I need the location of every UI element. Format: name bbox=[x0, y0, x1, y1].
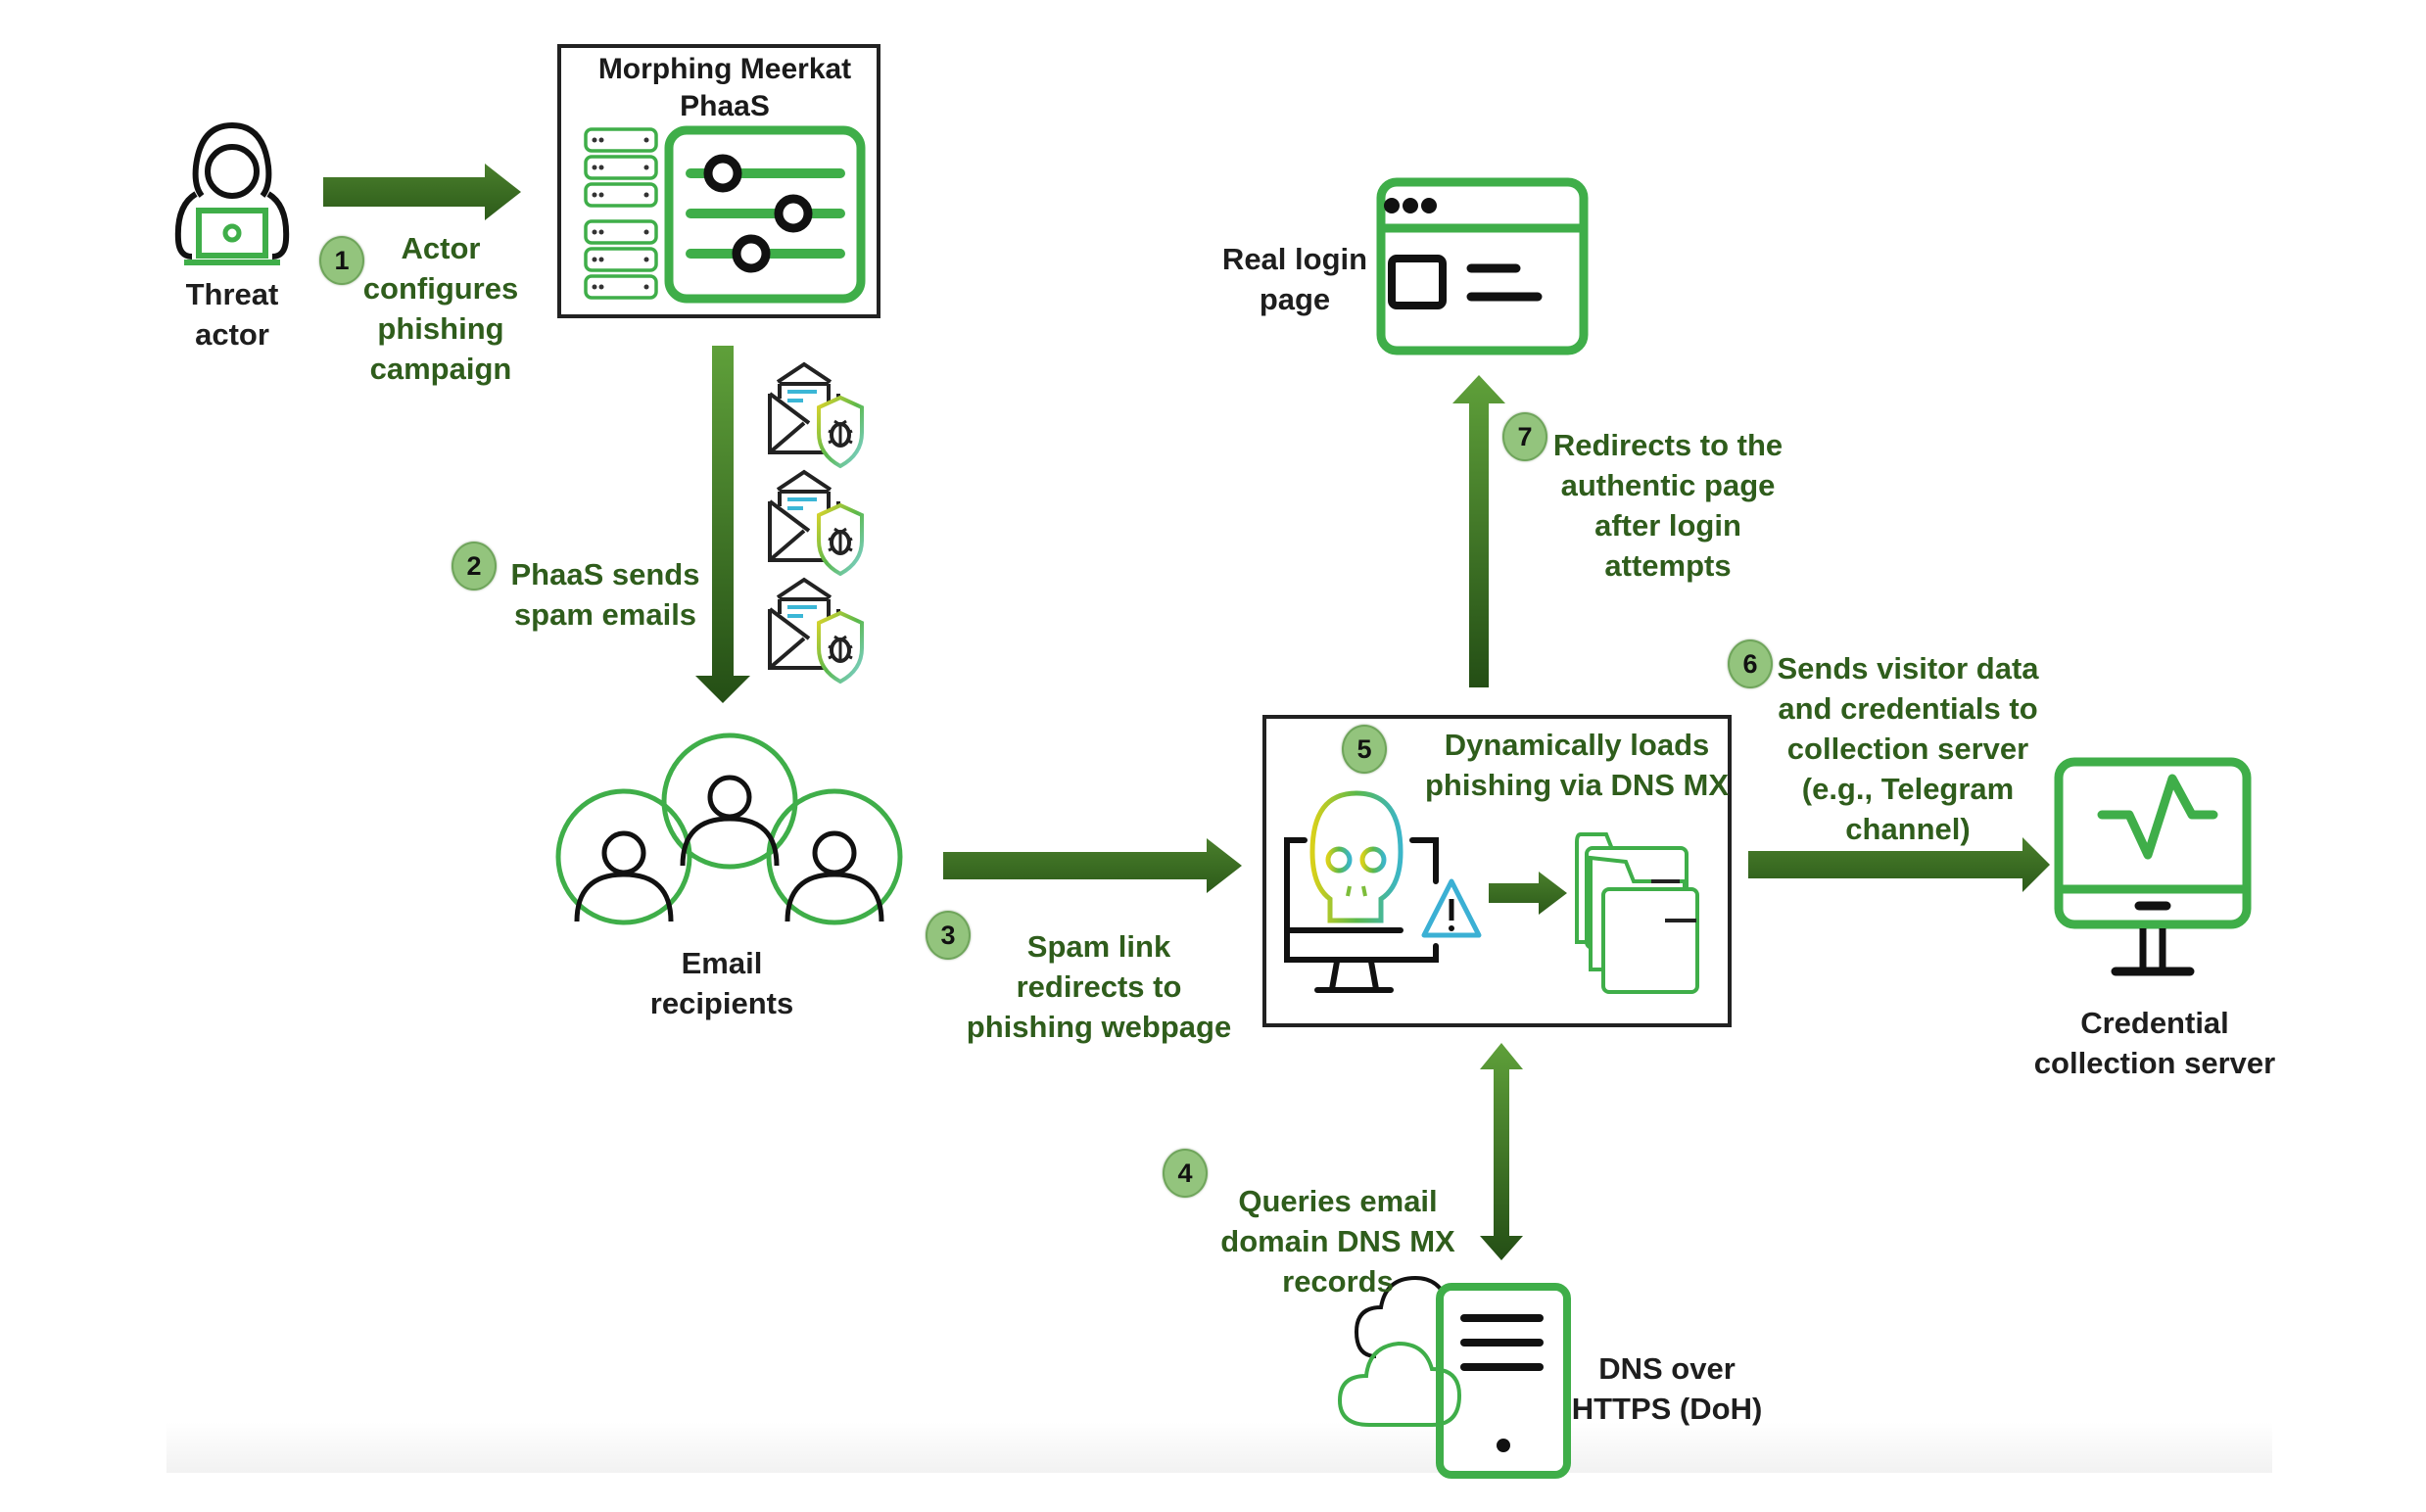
step-badge-5: 5 bbox=[1342, 725, 1387, 774]
real-login-page-label: Real login page bbox=[1221, 242, 1368, 316]
step-3-label: Spam link redirects to phishing webpage bbox=[966, 929, 1232, 1044]
arrow-step-4 bbox=[1480, 1043, 1523, 1260]
spam-email-icon bbox=[768, 578, 864, 684]
step-badge-6: 6 bbox=[1728, 639, 1773, 688]
browser-window-icon bbox=[1376, 177, 1589, 355]
arrow-step-1 bbox=[323, 164, 521, 220]
monitor-pulse-icon bbox=[2054, 757, 2252, 976]
email-recipients-icon bbox=[555, 732, 903, 925]
sliders-settings-icon bbox=[664, 125, 866, 304]
arrow-step-5-inner bbox=[1489, 872, 1567, 915]
credential-server-label: Credential collection server bbox=[2033, 1006, 2276, 1080]
arrow-step-7 bbox=[1452, 375, 1505, 687]
bottom-shadow-band bbox=[166, 1422, 2272, 1473]
spam-email-icon bbox=[768, 362, 864, 468]
arrow-step-2 bbox=[695, 346, 750, 703]
step-badge-7: 7 bbox=[1502, 412, 1547, 461]
arrow-step-3 bbox=[943, 838, 1242, 893]
monitor-skull-warning-icon bbox=[1284, 790, 1482, 993]
spam-email-icon bbox=[768, 470, 864, 576]
step-badge-3: 3 bbox=[926, 911, 971, 960]
doh-label: DNS over HTTPS (DoH) bbox=[1571, 1351, 1763, 1426]
step-7-label: Redirects to the authentic page after lo… bbox=[1552, 428, 1784, 583]
step-badge-4: 4 bbox=[1163, 1149, 1208, 1198]
stacked-folders-icon bbox=[1575, 832, 1699, 994]
step-1-label: Actor configures phishing campaign bbox=[362, 231, 519, 386]
step-badge-2: 2 bbox=[452, 542, 497, 591]
arrow-step-6 bbox=[1748, 837, 2050, 892]
step-badge-1: 1 bbox=[319, 236, 364, 285]
step-4-label: Queries email domain DNS MX records bbox=[1220, 1184, 1455, 1299]
server-rack-icon bbox=[584, 127, 658, 300]
email-recipients-label: Email recipients bbox=[649, 946, 794, 1020]
threat-actor-label: Threat actor bbox=[185, 277, 279, 352]
step-6-label: Sends visitor data and credentials to co… bbox=[1777, 651, 2039, 846]
phaas-title: Morphing Meerkat PhaaS bbox=[597, 53, 852, 122]
step-5-label: Dynamically loads phishing via DNS MX bbox=[1424, 728, 1730, 802]
cloud-server-icon bbox=[1337, 1275, 1571, 1479]
step-2-label: PhaaS sends spam emails bbox=[510, 557, 700, 632]
threat-actor-icon bbox=[174, 122, 290, 265]
